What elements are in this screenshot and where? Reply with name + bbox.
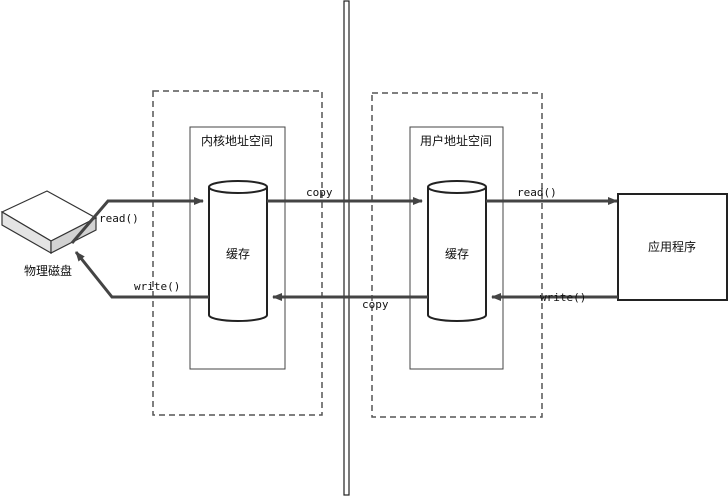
- disk-write-label: write(): [134, 280, 180, 293]
- application-box: [617, 193, 728, 301]
- copy-to-kernel-label: copy: [362, 298, 389, 311]
- kernel-buffer-label: 缓存: [226, 247, 250, 261]
- disk-label: 物理磁盘: [24, 263, 72, 278]
- user-space-title: 用户地址空间: [420, 133, 492, 148]
- application-label: 应用程序: [648, 239, 696, 254]
- app-write-label: write(): [540, 291, 586, 304]
- kernel-space-title: 内核地址空间: [201, 134, 273, 148]
- user-space-box: [409, 126, 504, 370]
- disk-read-label: read(): [99, 212, 139, 225]
- kernel-space-box: [189, 126, 286, 370]
- user-buffer-label: 缓存: [445, 247, 469, 261]
- user-buffer-cylinder: [427, 180, 487, 322]
- copy-to-user-label: copy: [306, 186, 333, 199]
- kernel-space-frame: [152, 90, 323, 416]
- kernel-buffer-cylinder: [208, 180, 268, 322]
- disk-icon: [0, 190, 98, 255]
- disk-write-arrow: [74, 251, 209, 299]
- app-read-label: read(): [517, 186, 557, 199]
- disk-read-arrow: [70, 197, 204, 244]
- space-boundary-bar: [343, 0, 350, 496]
- user-space-frame: [371, 92, 543, 418]
